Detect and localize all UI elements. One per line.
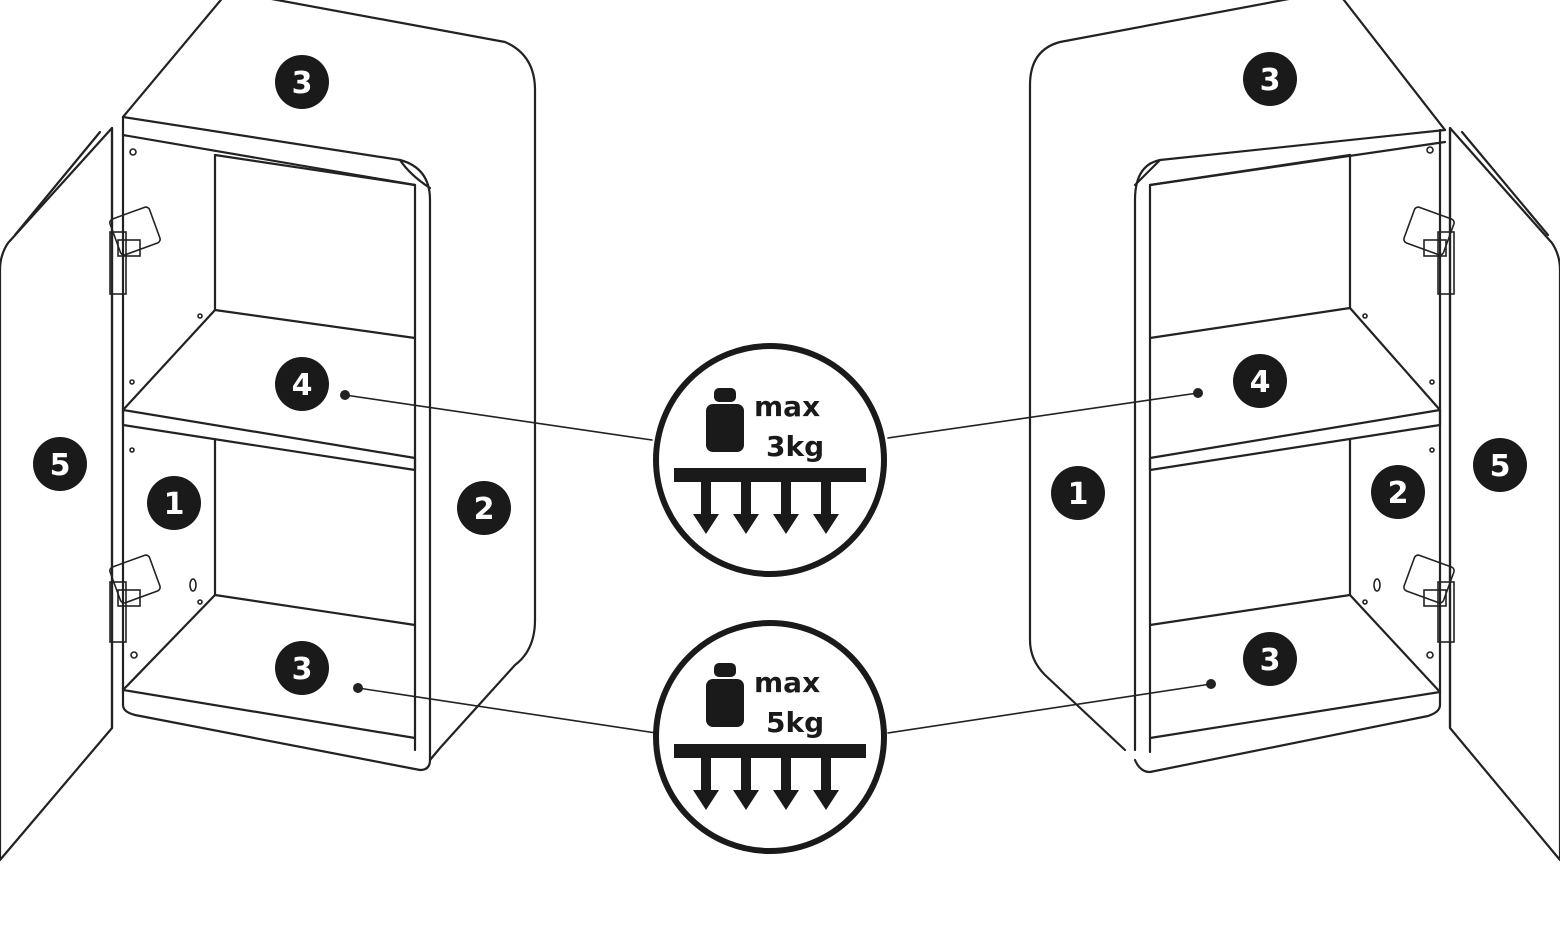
svg-text:3: 3 xyxy=(292,66,313,101)
part-badge-top-right: 3 xyxy=(1243,52,1297,106)
left-cabinet xyxy=(0,0,537,862)
svg-text:5: 5 xyxy=(1490,449,1511,484)
part-badge-shelf-right: 4 xyxy=(1233,354,1287,408)
hinge-lower-icon xyxy=(1403,554,1455,643)
part-badge-door-left: 5 xyxy=(33,437,87,491)
hinge-upper-icon xyxy=(109,206,161,295)
pressure-arrows-icon xyxy=(674,468,866,534)
part-badge-side-left-left: 1 xyxy=(147,476,201,530)
svg-text:1: 1 xyxy=(1068,477,1089,512)
svg-text:2: 2 xyxy=(1388,476,1409,511)
load-badge-bottom: max 5kg xyxy=(653,620,887,854)
svg-text:5: 5 xyxy=(50,448,71,483)
svg-text:4: 4 xyxy=(1250,365,1271,400)
hinge-upper-icon xyxy=(1403,206,1455,295)
part-badge-side-right-left: 2 xyxy=(457,481,511,535)
right-cabinet xyxy=(1028,0,1560,862)
load-label-value: 5kg xyxy=(766,706,824,739)
part-badge-side-left-right: 1 xyxy=(1051,466,1105,520)
pressure-arrows-icon xyxy=(674,744,866,810)
svg-text:3: 3 xyxy=(1260,63,1281,98)
part-badge-door-right: 5 xyxy=(1473,438,1527,492)
hinge-lower-icon xyxy=(109,554,161,643)
part-badge-shelf-left: 4 xyxy=(275,357,329,411)
load-label-max: max xyxy=(754,666,820,699)
load-label-value: 3kg xyxy=(766,430,824,463)
svg-text:1: 1 xyxy=(164,487,185,522)
part-badge-bottom-right: 3 xyxy=(1243,632,1297,686)
leader-lines xyxy=(340,388,1216,734)
svg-text:2: 2 xyxy=(474,492,495,527)
svg-text:3: 3 xyxy=(1260,643,1281,678)
svg-text:4: 4 xyxy=(292,368,313,403)
weight-icon xyxy=(706,388,744,452)
part-badge-bottom-left: 3 xyxy=(275,641,329,695)
weight-icon xyxy=(706,663,744,727)
svg-text:3: 3 xyxy=(292,652,313,687)
part-badge-side-right-right: 2 xyxy=(1371,465,1425,519)
load-badge-shelf: max 3kg xyxy=(653,343,887,577)
part-badge-top-left: 3 xyxy=(275,55,329,109)
load-label-max: max xyxy=(754,390,820,423)
